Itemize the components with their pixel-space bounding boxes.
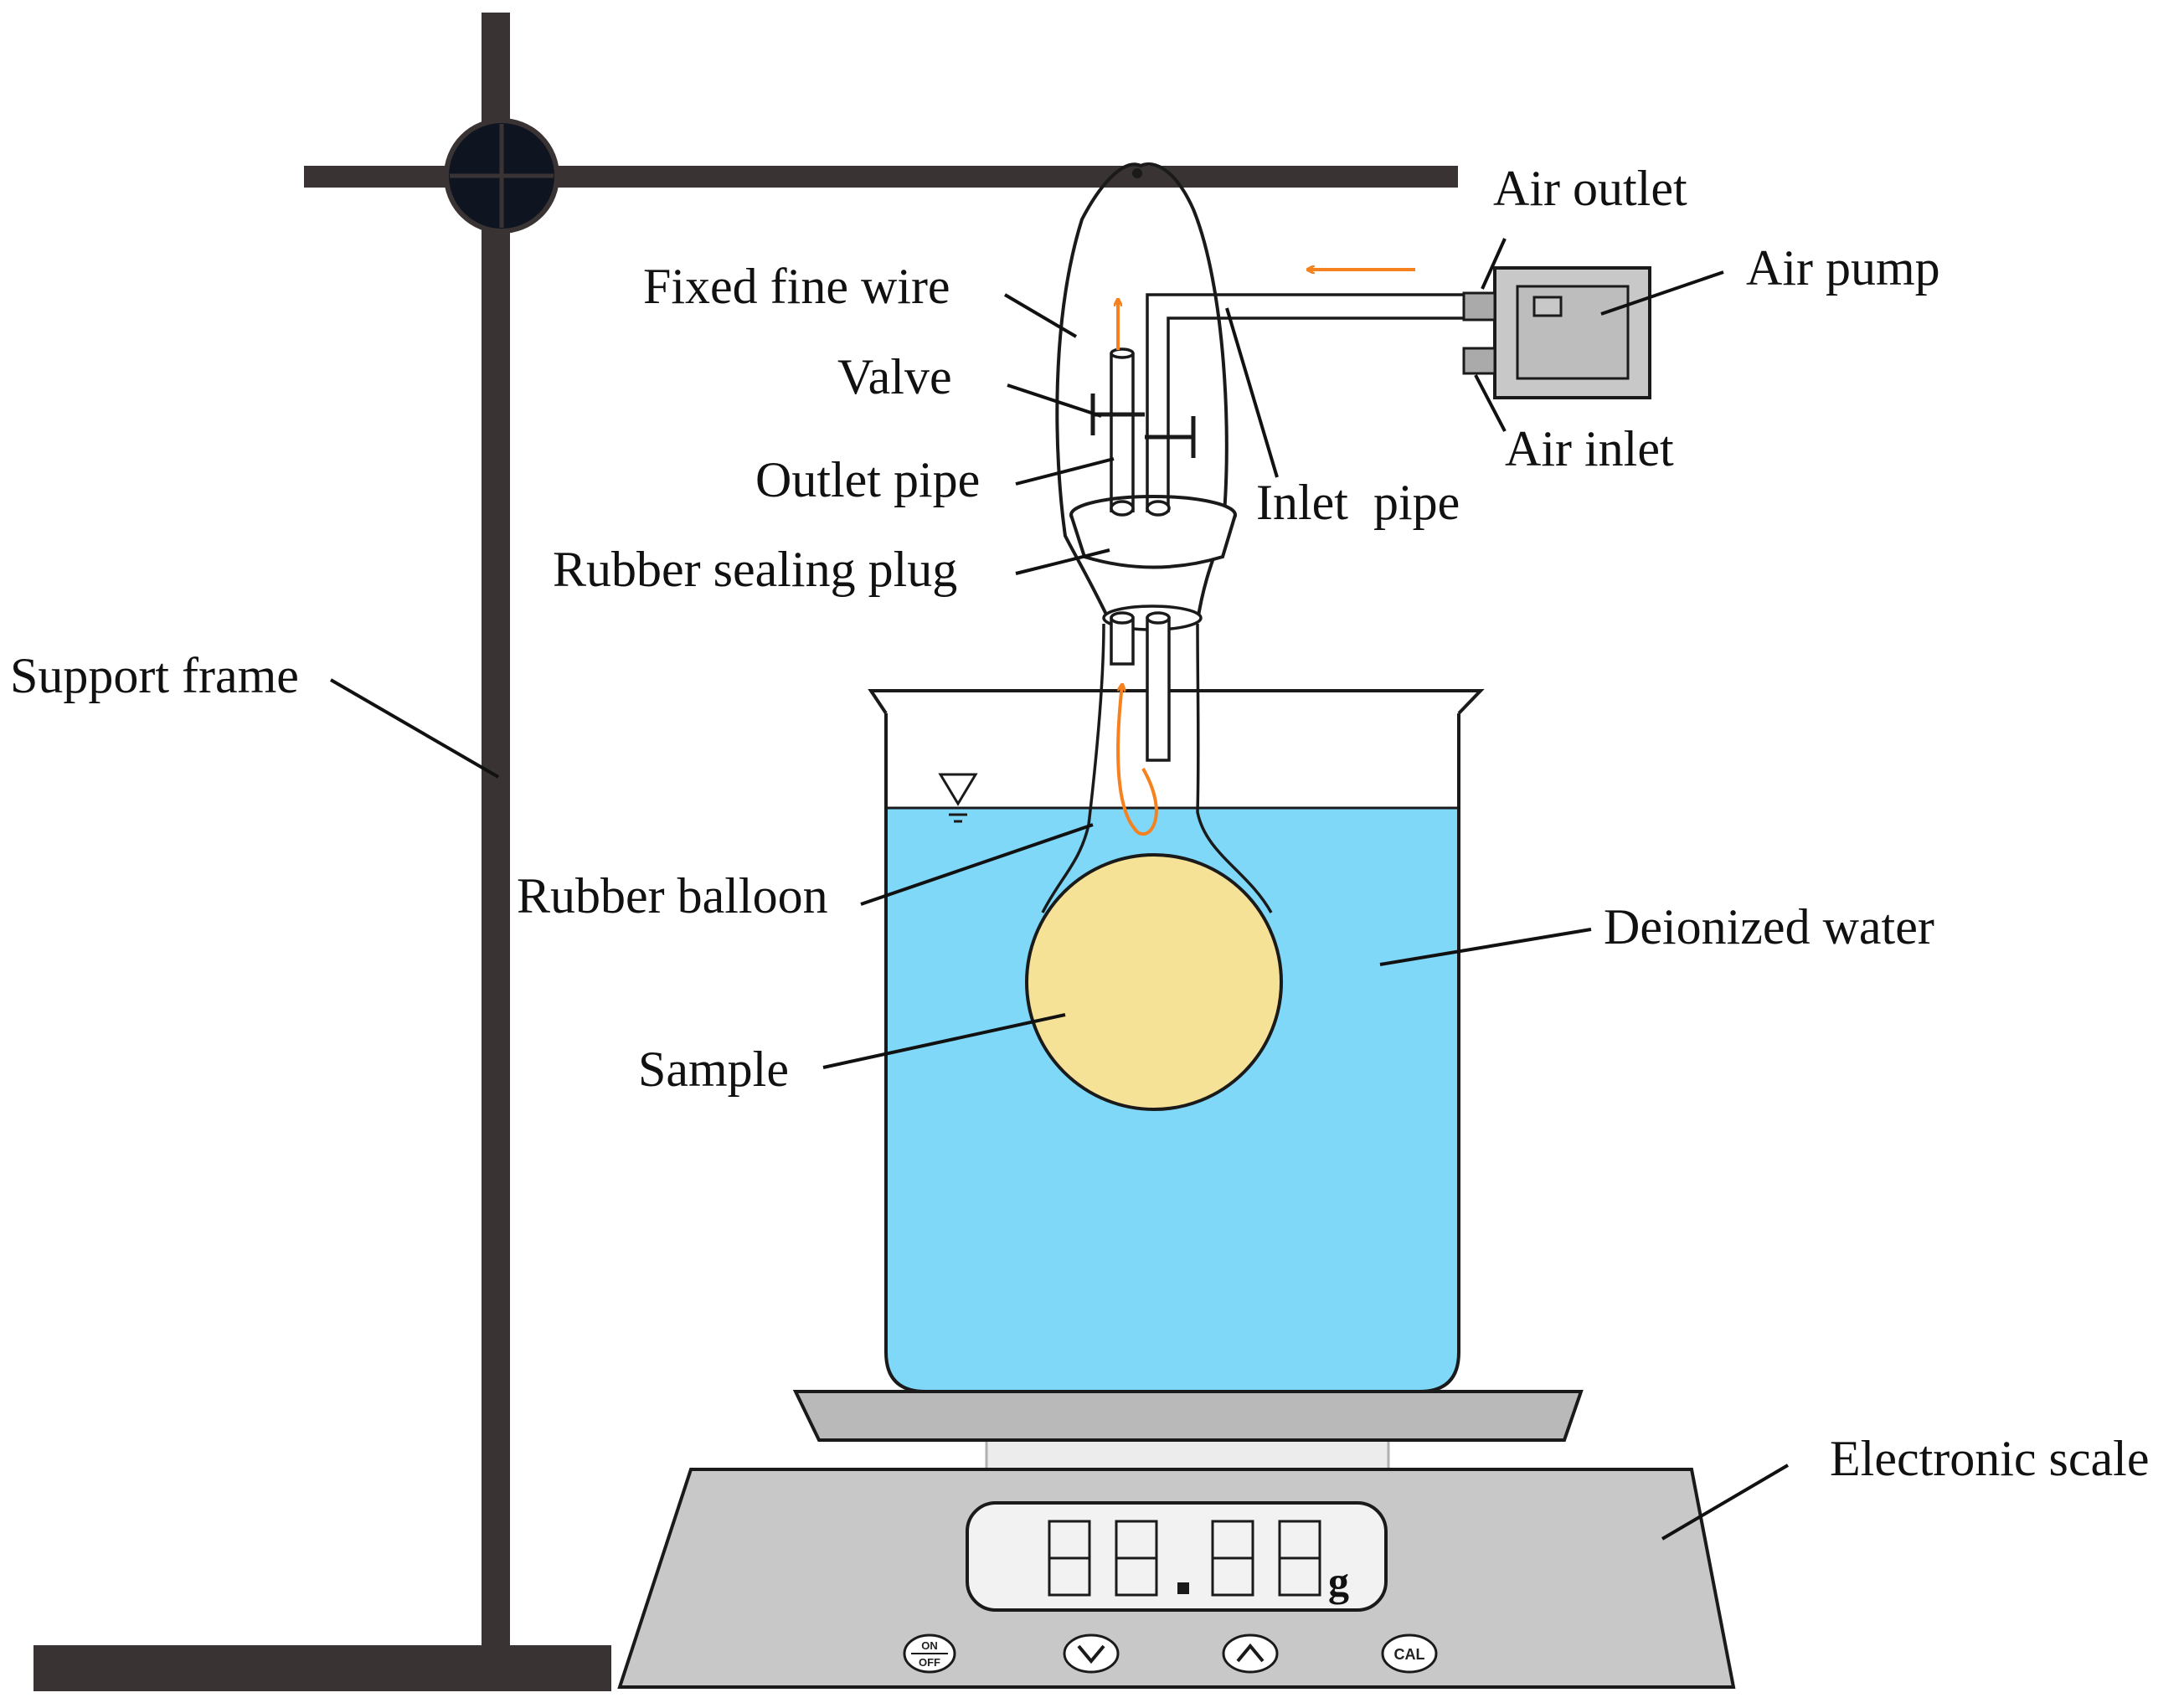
scale-unit: g — [1328, 1558, 1349, 1605]
label-air-inlet: Air inlet — [1505, 421, 1674, 476]
label-fixed-fine-wire: Fixed fine wire — [643, 259, 950, 314]
clamp-knob[interactable] — [444, 118, 559, 234]
rubber-balloon-assembly — [1025, 623, 1283, 1111]
scale-digit-1 — [1048, 1520, 1091, 1597]
support-base — [33, 1645, 611, 1691]
lower-outlet-pipe — [1110, 611, 1135, 666]
scale-digit-4 — [1278, 1520, 1321, 1597]
electronic-scale: g ON OFF CAL — [617, 1390, 1736, 1689]
label-rubber-balloon: Rubber balloon — [517, 868, 828, 923]
scale-on-off-button[interactable]: ON OFF — [903, 1633, 956, 1674]
chevron-down-icon — [1077, 1644, 1105, 1664]
outlet-pipe — [1110, 347, 1135, 517]
label-support-frame: Support frame — [10, 648, 299, 703]
leader-lines — [329, 238, 1790, 1541]
sample — [1025, 853, 1283, 1111]
scale-off-label: OFF — [919, 1656, 940, 1669]
labels: Air outlet Air pump Fixed fine wire Valv… — [10, 161, 2149, 1486]
valve-inlet[interactable] — [1145, 416, 1196, 458]
air-outlet-port — [1462, 291, 1496, 322]
scale-digit-3 — [1211, 1520, 1254, 1597]
label-valve: Valve — [837, 349, 952, 404]
scale-up-button[interactable] — [1222, 1633, 1279, 1674]
water-level-icon — [938, 773, 978, 823]
scale-down-button[interactable] — [1063, 1633, 1120, 1674]
scale-display — [966, 1501, 1388, 1612]
air-pump-indicator — [1532, 296, 1563, 317]
scale-digit-2 — [1115, 1520, 1158, 1597]
scale-on-label: ON — [921, 1639, 938, 1652]
beaker-wall — [884, 713, 1460, 1393]
airflow-arrows — [1116, 270, 1415, 836]
chevron-up-icon — [1236, 1643, 1265, 1663]
scale-pan[interactable] — [792, 1390, 1584, 1442]
flask-outline — [1055, 162, 1228, 622]
scale-cal-button[interactable]: CAL — [1381, 1633, 1438, 1674]
scale-cal-label: CAL — [1394, 1646, 1425, 1663]
beaker-rim — [868, 689, 1485, 715]
airflow-arrow-balloon — [1116, 685, 1158, 836]
support-frame — [33, 13, 1458, 1691]
scale-decimal-point — [1177, 1582, 1189, 1594]
rubber-balloon — [1041, 623, 1105, 913]
label-electronic-scale: Electronic scale — [1830, 1431, 2149, 1486]
label-inlet-pipe: Inlet pipe — [1256, 475, 1460, 530]
wire-tie-point — [1132, 168, 1142, 178]
label-air-pump: Air pump — [1746, 240, 1940, 296]
lower-inlet-pipe — [1146, 611, 1171, 762]
support-rod — [482, 13, 510, 1649]
sealed-vessel — [1055, 162, 1467, 762]
label-air-outlet: Air outlet — [1493, 161, 1687, 216]
label-deionized-water: Deionized water — [1604, 899, 1934, 954]
air-pump[interactable] — [1462, 266, 1651, 399]
rubber-balloon-right — [1196, 623, 1273, 913]
label-rubber-sealing-plug: Rubber sealing plug — [553, 542, 957, 597]
inlet-pipe — [1146, 293, 1467, 517]
label-sample: Sample — [638, 1042, 789, 1097]
air-inlet-port — [1462, 347, 1496, 375]
label-outlet-pipe: Outlet pipe — [755, 452, 980, 507]
